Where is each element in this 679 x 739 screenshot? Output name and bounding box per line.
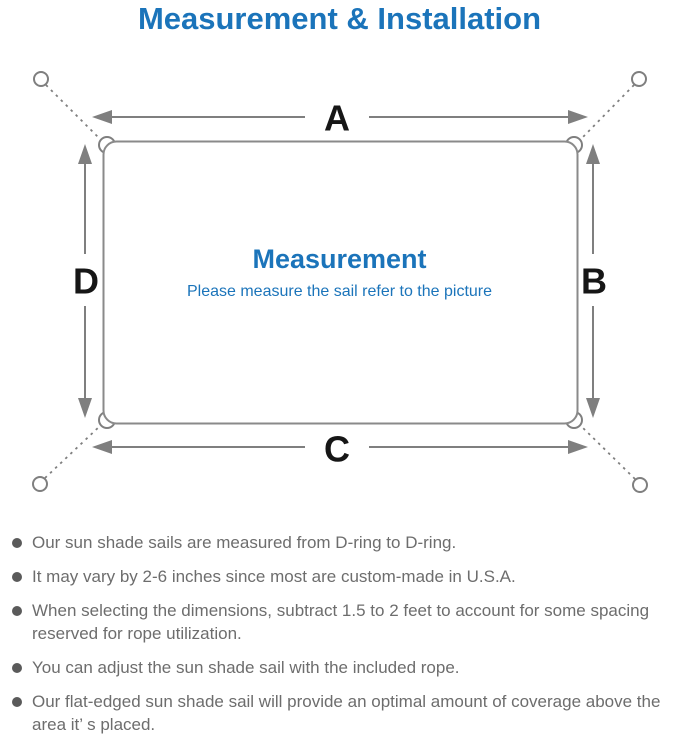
anchor-ring-icon [33, 71, 49, 87]
dimension-arrowheads-d [78, 144, 92, 418]
arrowhead-icon [78, 144, 92, 164]
note-text: You can adjust the sun shade sail with t… [32, 658, 460, 677]
list-item: When selecting the dimensions, subtract … [10, 599, 670, 645]
anchor-ring-icon [632, 477, 648, 493]
dimension-label-c: C [324, 429, 350, 470]
dimension-label-a: A [324, 98, 350, 139]
arrowhead-icon [92, 110, 112, 124]
measurement-subtext: Please measure the sail refer to the pic… [186, 283, 493, 301]
bullet-dot-icon [12, 572, 22, 582]
rope-dashed-line [44, 424, 102, 479]
anchor-rings [32, 71, 648, 493]
list-item: Our sun shade sails are measured from D-… [10, 531, 670, 554]
arrowhead-icon [78, 398, 92, 418]
dimension-arrowheads-b [586, 144, 600, 418]
note-text: Our sun shade sails are measured from D-… [32, 533, 457, 552]
arrowhead-icon [586, 144, 600, 164]
note-text: It may vary by 2-6 inches since most are… [32, 567, 516, 586]
list-item: You can adjust the sun shade sail with t… [10, 656, 670, 679]
arrowhead-icon [568, 110, 588, 124]
dimension-arrowheads-a [92, 110, 588, 124]
sail-outline [102, 140, 579, 425]
anchor-ring-icon [32, 476, 48, 492]
bullet-dot-icon [12, 697, 22, 707]
note-text: Our flat-edged sun shade sail will provi… [32, 692, 661, 734]
measurement-heading: Measurement [252, 244, 427, 274]
bullet-dot-icon [12, 663, 22, 673]
dimension-label-b: B [581, 261, 607, 302]
arrowhead-icon [568, 440, 588, 454]
dimension-label-d: D [73, 261, 99, 302]
rope-dashed-line [579, 84, 635, 141]
rope-dashed-lines [44, 84, 636, 480]
note-text: When selecting the dimensions, subtract … [32, 601, 650, 643]
rope-dashed-line [579, 424, 636, 480]
arrowhead-icon [586, 398, 600, 418]
notes-list: Our sun shade sails are measured from D-… [10, 531, 670, 739]
arrowhead-icon [92, 440, 112, 454]
anchor-ring-icon [631, 71, 647, 87]
rope-dashed-line [45, 84, 102, 141]
diagram-center-text: Measurement Please measure the sail refe… [0, 244, 679, 301]
bullet-dot-icon [12, 606, 22, 616]
list-item: Our flat-edged sun shade sail will provi… [10, 690, 670, 736]
bullet-dot-icon [12, 538, 22, 548]
list-item: It may vary by 2-6 inches since most are… [10, 565, 670, 588]
dimension-arrowheads-c [92, 440, 588, 454]
page-title: Measurement & Installation [137, 1, 542, 36]
